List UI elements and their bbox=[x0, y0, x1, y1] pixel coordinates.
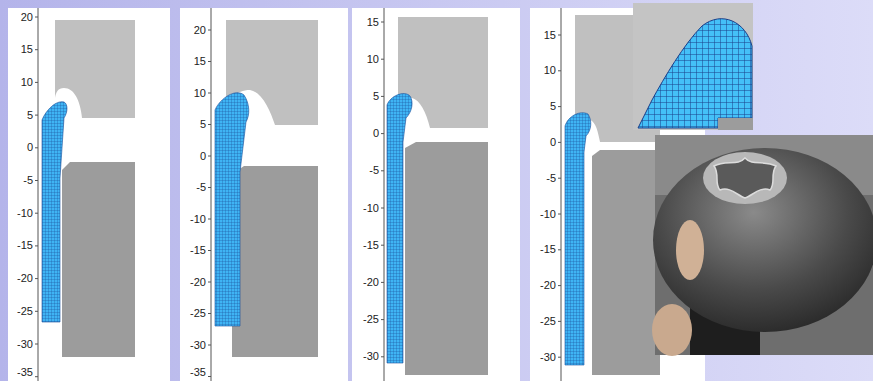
axis-tick-label: -5 bbox=[351, 164, 379, 177]
axis-tick-label: -10 bbox=[5, 207, 33, 220]
axis-tick-label: -10 bbox=[528, 208, 556, 221]
tick-mark bbox=[35, 376, 38, 377]
tick-mark bbox=[558, 178, 561, 179]
axis-tick-label: -30 bbox=[351, 350, 379, 363]
tick-mark bbox=[381, 319, 384, 320]
axis-tick-label: -25 bbox=[351, 313, 379, 326]
tick-mark bbox=[35, 311, 38, 312]
tick-mark bbox=[208, 61, 211, 62]
tick-mark bbox=[208, 93, 211, 94]
axis-tick-label: 20 bbox=[5, 11, 33, 24]
tick-mark bbox=[35, 278, 38, 279]
tick-mark bbox=[35, 344, 38, 345]
axis-tick-label: 10 bbox=[351, 53, 379, 66]
tick-mark bbox=[381, 133, 384, 134]
tick-mark bbox=[208, 250, 211, 251]
axis-tick-label: -35 bbox=[5, 366, 33, 379]
axis-tick-label: -5 bbox=[528, 172, 556, 185]
axis-tick-label: -20 bbox=[178, 276, 206, 289]
axis-tick-label: -10 bbox=[178, 213, 206, 226]
axis-tick-label: -5 bbox=[178, 181, 206, 194]
axis-tick-label: -20 bbox=[351, 276, 379, 289]
tick-mark bbox=[208, 30, 211, 31]
tick-mark bbox=[208, 156, 211, 157]
axis-tick-label: -25 bbox=[528, 315, 556, 328]
tick-mark bbox=[381, 96, 384, 97]
tick-mark bbox=[558, 70, 561, 71]
axis-tick-label: 10 bbox=[5, 76, 33, 89]
axis-tick-label: 5 bbox=[178, 118, 206, 131]
axis-tick-label: -20 bbox=[5, 272, 33, 285]
axis-tick-label: 0 bbox=[351, 127, 379, 140]
tick-mark bbox=[208, 345, 211, 346]
tick-mark bbox=[558, 35, 561, 36]
axis-tick-label: -25 bbox=[178, 307, 206, 320]
tick-mark bbox=[381, 59, 384, 60]
axis-tick-label: -25 bbox=[5, 305, 33, 318]
axis-tick-label: 5 bbox=[528, 100, 556, 113]
tick-mark bbox=[208, 219, 211, 220]
axis-tick-label: -30 bbox=[5, 338, 33, 351]
axis-tick-label: -15 bbox=[351, 239, 379, 252]
axis-tick-label: 20 bbox=[178, 24, 206, 37]
axis-tick-label: -5 bbox=[5, 174, 33, 187]
tick-mark bbox=[558, 357, 561, 358]
tick-mark bbox=[208, 376, 211, 377]
axis-tick-label: -30 bbox=[178, 339, 206, 352]
tick-mark bbox=[208, 124, 211, 125]
axis-tick-label: -35 bbox=[178, 366, 206, 379]
axis-tick-label: 15 bbox=[351, 16, 379, 29]
axis-tick-label: 10 bbox=[528, 64, 556, 77]
axis-tick-label: 0 bbox=[528, 136, 556, 149]
axis-tick-label: 5 bbox=[5, 109, 33, 122]
axis-tick-label: -15 bbox=[5, 239, 33, 252]
axis-tick-label: 5 bbox=[351, 90, 379, 103]
axis-tick-label: 10 bbox=[178, 87, 206, 100]
axis-tick-label: 15 bbox=[178, 55, 206, 68]
axis-tick-label: -15 bbox=[178, 244, 206, 257]
tick-mark bbox=[35, 17, 38, 18]
tick-mark bbox=[381, 282, 384, 283]
tick-mark bbox=[35, 213, 38, 214]
tick-mark bbox=[35, 147, 38, 148]
axis-tick-label: 0 bbox=[178, 150, 206, 163]
tick-mark bbox=[558, 285, 561, 286]
tick-mark bbox=[558, 249, 561, 250]
tick-mark bbox=[381, 22, 384, 23]
tick-mark bbox=[381, 170, 384, 171]
tick-mark bbox=[381, 245, 384, 246]
axis-tick-label: -30 bbox=[528, 351, 556, 364]
axis-tick-label: -15 bbox=[528, 243, 556, 256]
tick-mark bbox=[35, 115, 38, 116]
axis-tick-label: 0 bbox=[5, 141, 33, 154]
tick-mark bbox=[35, 49, 38, 50]
tick-mark bbox=[558, 214, 561, 215]
axis-tick-label: -20 bbox=[528, 279, 556, 292]
tick-mark bbox=[381, 356, 384, 357]
tick-mark bbox=[558, 321, 561, 322]
tick-mark bbox=[35, 245, 38, 246]
axis-tick-label: 15 bbox=[5, 43, 33, 56]
tick-mark bbox=[558, 106, 561, 107]
axis-tick-label: 15 bbox=[528, 29, 556, 42]
tick-mark bbox=[558, 142, 561, 143]
tick-mark bbox=[381, 208, 384, 209]
tick-mark bbox=[35, 180, 38, 181]
tick-mark bbox=[208, 187, 211, 188]
axis-tick-label: -10 bbox=[351, 202, 379, 215]
tick-mark bbox=[208, 282, 211, 283]
tick-mark bbox=[35, 82, 38, 83]
tick-mark bbox=[208, 313, 211, 314]
